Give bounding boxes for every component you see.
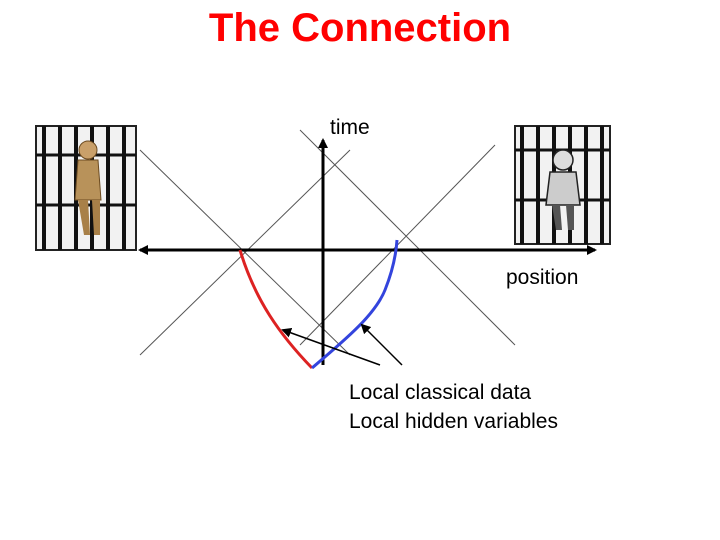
- right-cage-figure: [514, 125, 611, 245]
- lightcone-line-right-up: [299, 129, 516, 346]
- lightcone-lines: [139, 129, 516, 356]
- right-worldline: [311, 239, 399, 370]
- position-axis-label: position: [506, 266, 579, 289]
- pointer-line-blue: [360, 323, 403, 366]
- left-worldline: [238, 249, 314, 370]
- time-axis-label: time: [330, 116, 370, 139]
- pointer-line-red: [281, 328, 381, 366]
- slide-title: The Connection: [208, 6, 512, 50]
- annotation-line-2: Local hidden variables: [349, 410, 558, 433]
- annotation-text: Local classical data Local hidden variab…: [349, 378, 558, 436]
- annotation-line-1: Local classical data: [349, 381, 532, 404]
- left-cage-figure: [35, 125, 137, 251]
